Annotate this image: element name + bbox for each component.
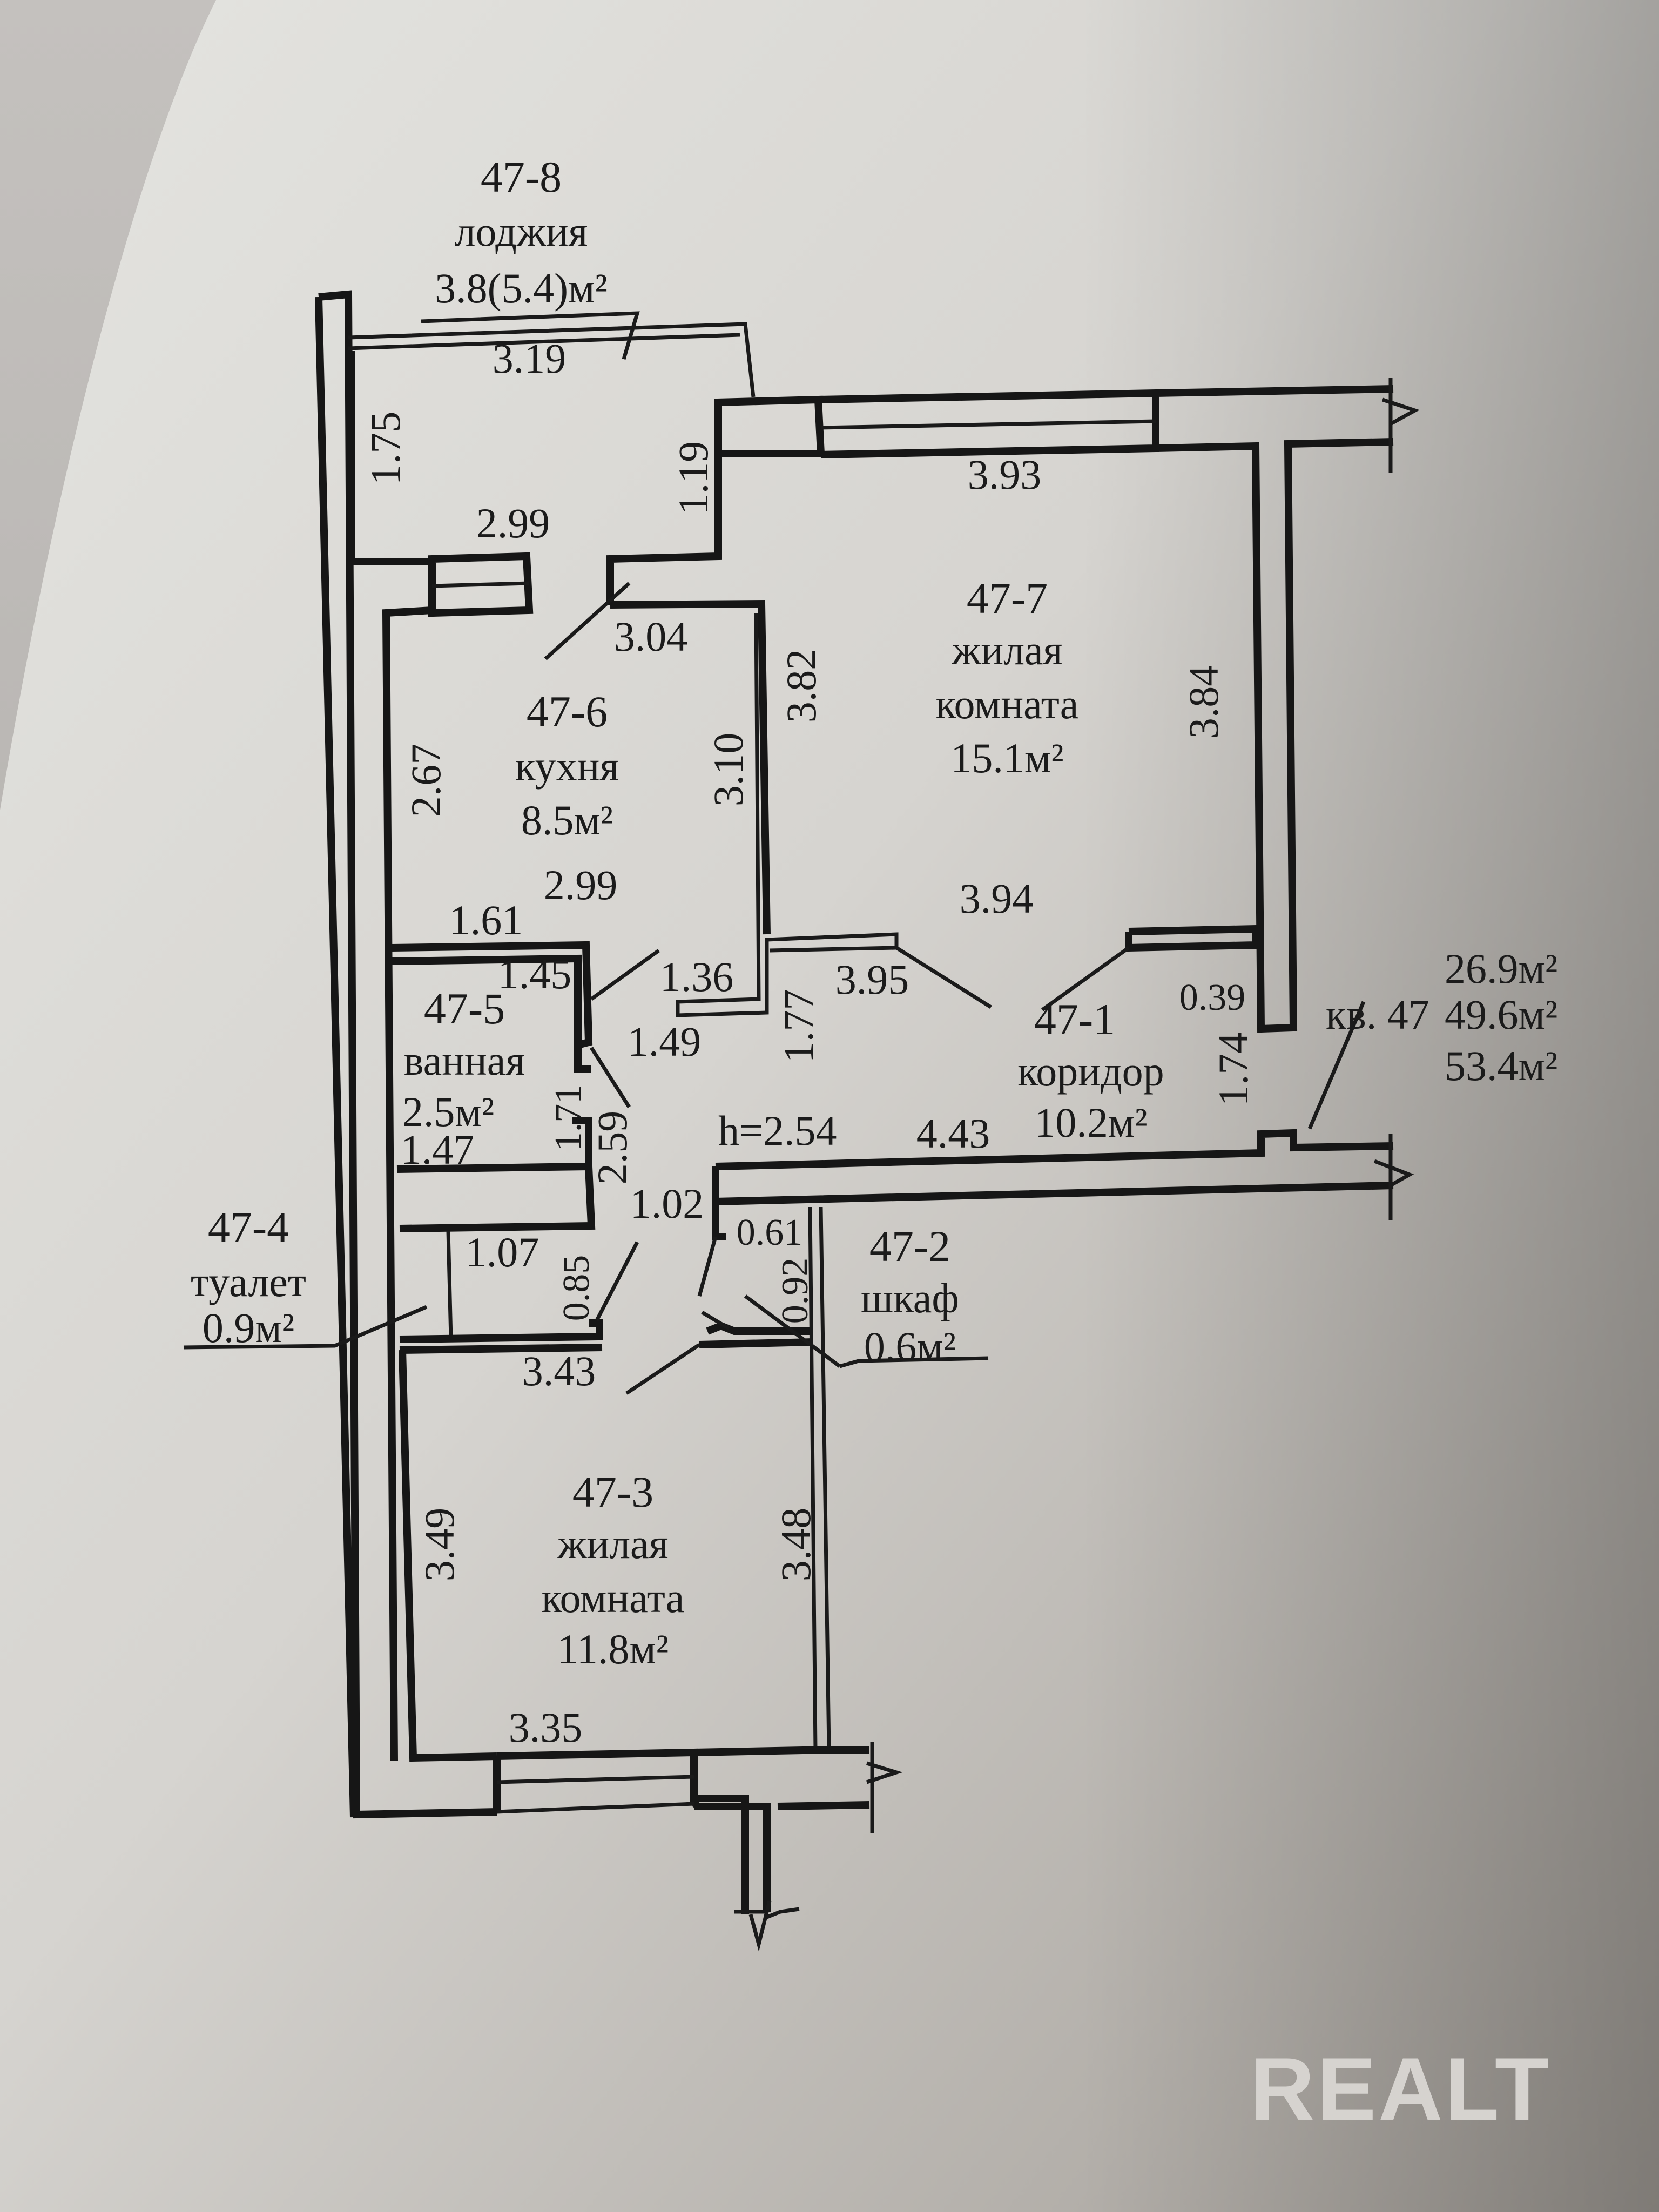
room-name-47-8: лоджия [455,208,588,255]
dimension-labels: 3.19 1.75 1.19 2.99 3.04 2.67 3.10 2.99 … [362,335,1257,1751]
room-name-47-7: жилая [951,626,1062,673]
dim-loggia-width: 3.19 [493,335,567,382]
paper-shade [1080,0,1659,2212]
room-id-47-4: 47-4 [208,1203,289,1252]
dim-room7-right: 3.84 [1180,665,1227,739]
room-area-47-1: 10.2м² [1034,1099,1147,1146]
ceiling-height: h=2.54 [718,1107,837,1154]
dim-loggia-right: 1.19 [670,441,717,515]
room-id-47-1: 47-1 [1034,995,1115,1044]
room-area-47-8: 3.8(5.4)м² [435,265,608,312]
dim-bath-top: 1.45 [498,950,572,997]
room-id-47-5: 47-5 [424,984,505,1033]
dim-toilet-top: 1.07 [466,1229,539,1276]
dim-closet-top: 0.61 [737,1212,803,1253]
dim-kitchen-left: 2.67 [402,744,449,818]
room-area-47-7: 15.1м² [950,734,1063,781]
leader-lines [183,311,1366,1368]
dim-room7-top: 3.93 [968,451,1042,498]
dim-room3-top: 3.43 [522,1347,596,1394]
dim-kitchen-corner: 1.61 [449,896,523,943]
room-id-47-7: 47-7 [967,574,1048,623]
dim-room3-bottom: 3.35 [509,1704,583,1751]
dim-corridor-niche: 0.39 [1179,977,1246,1019]
dim-corridor-bottom: 4.43 [916,1110,990,1157]
dim-room3-left: 3.49 [416,1508,463,1582]
dim-kitchen-bottom: 2.99 [544,861,618,908]
room-area-47-3: 11.8м² [557,1626,669,1673]
dim-closet-right: 0.92 [774,1258,816,1324]
room-name-47-2: шкаф [861,1274,959,1321]
room-name2-47-7: комната [936,680,1079,727]
toilet-leader [183,1305,428,1350]
dim-corridor-top: 3.95 [835,956,909,1003]
room-name-47-3: жилая [557,1520,668,1567]
dim-corridor-2-59: 2.59 [589,1111,636,1185]
door-swings [544,582,1130,1395]
closet-leader [839,1356,989,1368]
room-id-47-2: 47-2 [869,1222,950,1271]
dim-bath-right: 1.71 [548,1085,589,1151]
room-labels: 47-8 лоджия 3.8(5.4)м² 47-7 жилая комнат… [191,152,1164,1673]
apartment-area-with-loggia: 53.4м² [1445,1042,1557,1089]
room-area-47-5: 2.5м² [402,1088,494,1135]
loggia-leader [421,311,640,360]
dim-corridor-1-02: 1.02 [630,1180,704,1227]
dim-corridor-right: 1.74 [1210,1033,1257,1107]
apartment-area-living: 26.9м² [1445,945,1557,992]
room-name-47-5: ванная [404,1037,525,1084]
room-id-47-3: 47-3 [572,1467,653,1516]
dim-toilet-right: 0.85 [556,1255,597,1321]
walls [315,290,1420,1952]
dim-bath-bottom: 1.47 [401,1126,475,1173]
room-name-47-6: кухня [515,743,619,790]
dim-corridor-left: 1.77 [775,989,822,1063]
room-area-47-4: 0.9м² [203,1304,294,1351]
room-area-47-6: 8.5м² [521,797,613,844]
apartment-area-total: 49.6м² [1445,991,1557,1038]
dim-loggia-bottom: 2.99 [476,500,550,547]
dim-room7-left: 3.82 [778,649,825,723]
room-area-47-2: 0.6м² [864,1323,956,1370]
room-name-47-4: туалет [191,1258,306,1305]
room-name-47-1: коридор [1017,1048,1164,1095]
dim-kitchen-right: 3.10 [705,733,752,807]
dim-room3-right: 3.48 [772,1508,819,1582]
dim-loggia-left: 1.75 [362,412,409,485]
dim-kitchen-top: 3.04 [614,613,688,660]
apartment-label: кв. 47 [1326,991,1429,1038]
dim-corridor-1-36: 1.36 [660,953,734,1000]
room-name2-47-3: комната [542,1574,685,1621]
apartment-summary: кв. 47 26.9м² 49.6м² 53.4м² h=2.54 [718,945,1557,1154]
room-id-47-6: 47-6 [527,687,608,736]
dim-room7-bottom: 3.94 [960,875,1034,922]
room-id-47-8: 47-8 [481,152,562,201]
realt-watermark-logo: REALT [1250,2039,1552,2139]
apartment-leader [1307,1001,1366,1130]
dim-corridor-1-49: 1.49 [628,1018,702,1065]
